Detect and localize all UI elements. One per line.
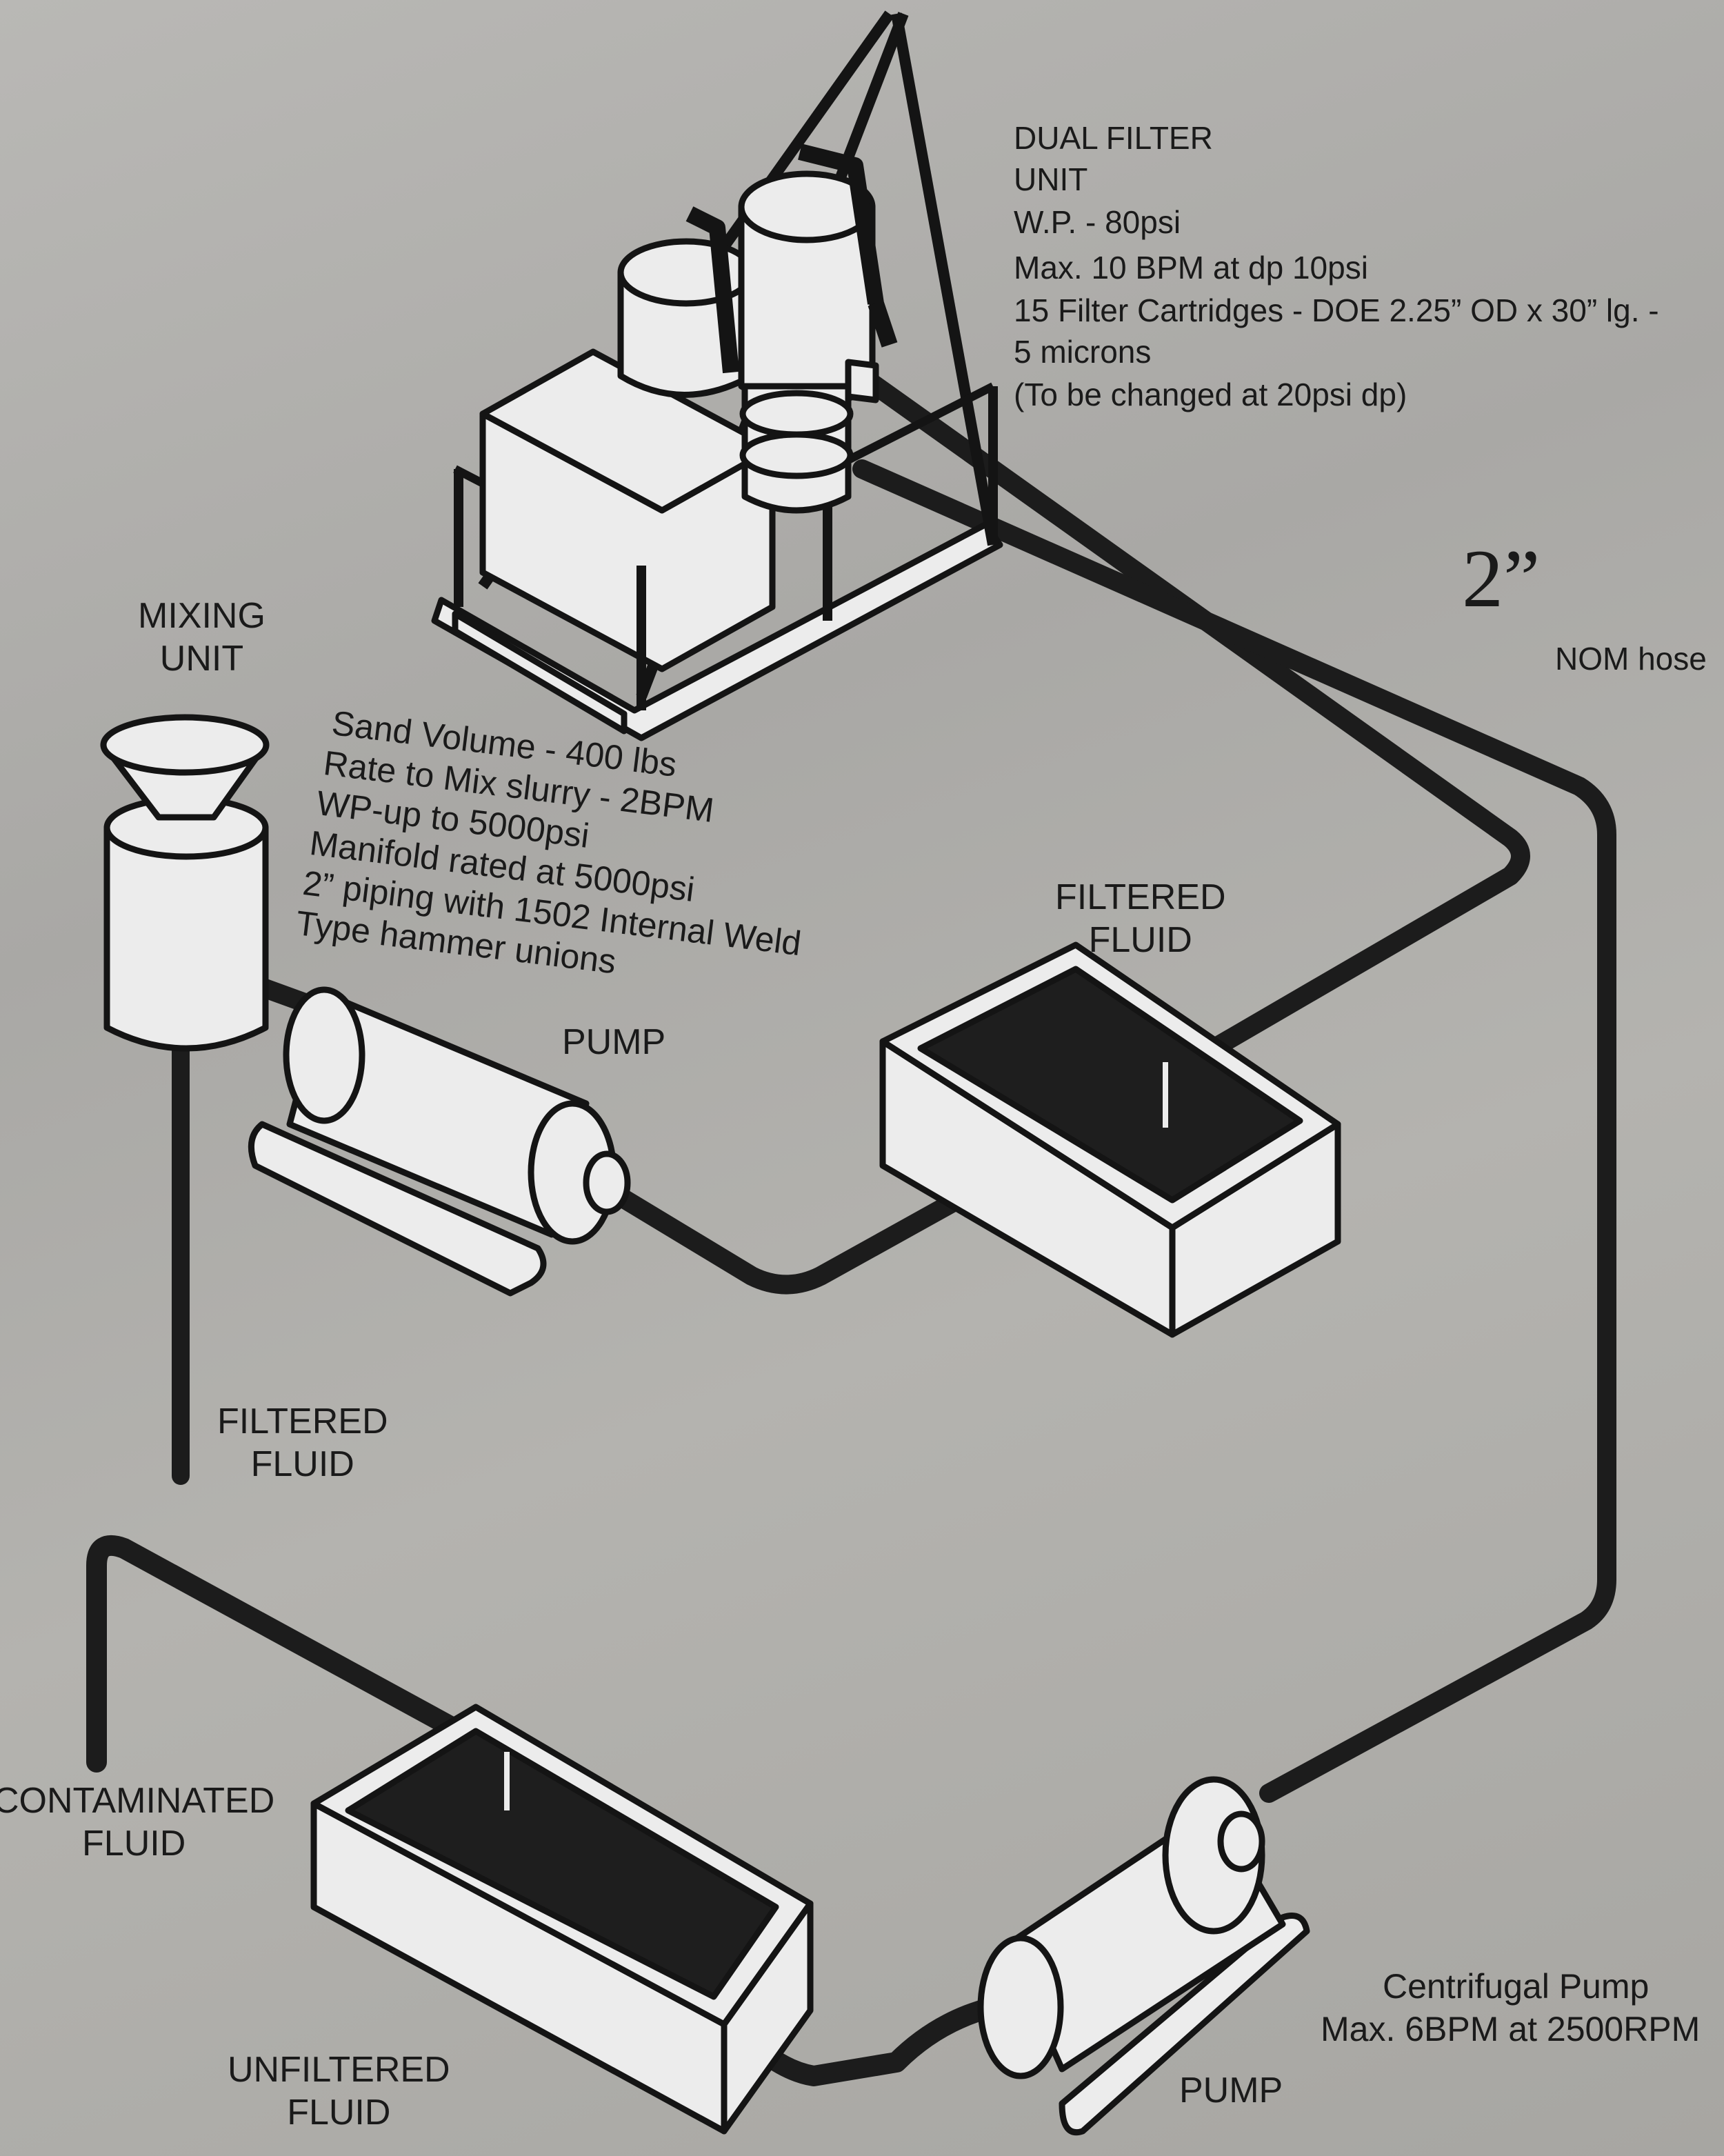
pump-bottom-label: PUMP: [1179, 2070, 1283, 2110]
hose-pump-to-filtered-tank: [577, 1163, 1016, 1295]
mixing-unit: [100, 714, 270, 1052]
pump-top-skid: [248, 1121, 547, 1297]
pump-top-label: PUMP: [562, 1022, 666, 1062]
filtered-line-label: FILTERED FLUID: [217, 1401, 388, 1484]
mixing-unit-hopper-rim: [100, 714, 270, 776]
pump-top-outlet: [583, 1150, 631, 1215]
hose-contaminated-line: [86, 1535, 514, 1773]
filter-manifold-ring-mid: [739, 431, 854, 479]
filter-vessel-right-cap: [738, 170, 876, 243]
unfiltered-tank-fluid: [345, 1728, 779, 2000]
centrifugal-pump-skid: [1059, 1913, 1310, 2135]
dual-filter-unit: [431, 10, 1003, 741]
dual-filter-spec-change: (To be changed at 20psi dp): [1014, 377, 1407, 412]
dual-filter-spec-microns: 5 microns: [1014, 334, 1152, 370]
filtered-tank-label: FILTERED FLUID: [1055, 877, 1226, 960]
filter-manifold-ring-top: [739, 390, 854, 438]
hose-filter-to-centrifugal-pump: [852, 459, 1616, 1803]
contaminated-fluid-label: CONTAMINATED FLUID: [0, 1781, 275, 1864]
dual-filter-title: DUAL FILTER UNIT: [1014, 120, 1213, 197]
mixing-unit-title: MIXING UNIT: [138, 596, 265, 679]
hose-size-label: 2”: [1462, 532, 1541, 624]
dual-filter-spec-cartridges: 15 Filter Cartridges - DOE 2.25” OD x 30…: [1014, 292, 1659, 328]
dual-filter-spec-wp: W.P. - 80psi: [1014, 204, 1181, 240]
filter-a-frame-right: [891, 12, 999, 546]
filtered-fluid-tank: [879, 941, 1341, 1338]
hose-type-label: NOM hose: [1555, 641, 1707, 677]
filter-vessel-left-cap: [617, 238, 755, 307]
centrifugal-pump-name: Centrifugal Pump: [1383, 1967, 1650, 2006]
unfiltered-tank-label: UNFILTERED FLUID: [228, 2050, 450, 2133]
centrifugal-pump-inlet-flange: [977, 1935, 1064, 2079]
centrifugal-pump-outlet: [1217, 1810, 1265, 1873]
centrifugal-pump: [977, 1776, 1310, 2135]
filtered-tank-fluid: [917, 966, 1303, 1204]
filter-top-pipes: [685, 143, 898, 374]
dual-filter-spec-rate: Max. 10 BPM at dp 10psi: [1014, 250, 1368, 286]
pump-top-flange: [283, 986, 365, 1124]
filter-skid-rail: [452, 610, 628, 735]
pump-top: [248, 986, 631, 1297]
centrifugal-pump-rating: Max. 6BPM at 2500RPM: [1321, 2010, 1701, 2048]
filter-frame-posts: [454, 386, 998, 710]
filter-outlet-stub: [845, 359, 879, 403]
unfiltered-fluid-tank: [310, 1704, 814, 2135]
